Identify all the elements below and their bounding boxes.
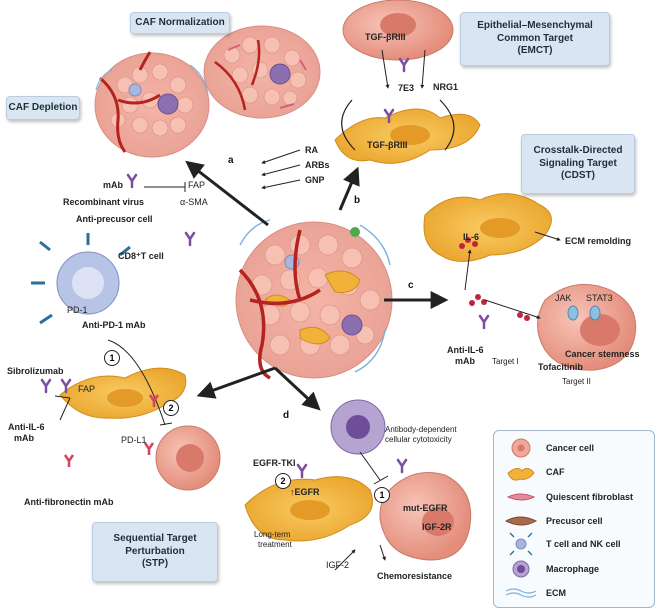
legend-item-caf: CAF (546, 467, 565, 477)
label-recombinant-virus: Recombinant virus (63, 197, 145, 207)
label-long-term-line2: treatment (258, 540, 292, 549)
label-target1: Target I (492, 357, 519, 366)
label-igf2: IGF-2 (326, 560, 350, 570)
marker-d-1: 1 (374, 487, 390, 503)
label-pdl1: PD-L1 (121, 435, 147, 445)
legend-item-cancer-cell: Cancer cell (546, 443, 595, 453)
label-ecm-remolding: ECM remolding (565, 236, 632, 246)
marker-left-2: 2 (163, 400, 179, 416)
label-sibrolizumab: Sibrolizumab (7, 366, 64, 376)
label-mut-egfr: mut-EGFR (403, 503, 448, 513)
legend-item-macrophage: Macrophage (546, 564, 600, 574)
legend-item-quiescent-fibroblast: Quiescent fibroblast (546, 492, 634, 502)
label-anti-il6-left-line2: mAb (14, 433, 34, 443)
label-gnp: GNP (305, 175, 325, 185)
label-7e3: 7E3 (398, 83, 415, 93)
panel-caf-depletion: CAF Depletion (6, 96, 80, 120)
legend-icons (504, 438, 538, 598)
label-anti-fibronectin: Anti-fibronectin mAb (24, 497, 114, 507)
label-pd1: PD-1 (67, 305, 88, 315)
label-ra: RA (305, 145, 318, 155)
label-tgf-bottom: TGF-βRIII (367, 140, 408, 150)
legend-t-nk-cell-icon (515, 538, 527, 550)
label-adcc-line1: Antibody-dependent (385, 425, 457, 434)
label-long-term: Long-term treatment (254, 530, 292, 550)
label-jak: JAK (555, 293, 572, 303)
legend-item-precusor-cell: Precusor cell (546, 516, 603, 526)
label-anti-il6-c: Anti-IL-6 mAb (447, 345, 484, 367)
label-chemoresistance: Chemoresistance (377, 571, 453, 581)
legend-caf-icon (507, 467, 535, 481)
label-fap-left: FAP (78, 384, 96, 394)
label-il6: IL-6 (463, 232, 480, 242)
legend-item-t-nk-cell: T cell and NK cell (546, 539, 621, 549)
label-anti-il6-c-line2: mAb (455, 356, 475, 366)
panel-caf-normalization: CAF Normalization (130, 12, 230, 34)
label-asma: α-SMA (180, 197, 208, 207)
panel-cdst: Crosstalk-Directed Signaling Target (CDS… (521, 134, 635, 194)
panel-stp: Sequential Target Perturbation (STP) (92, 522, 218, 582)
letter-a: a (228, 155, 234, 166)
label-anti-pd1: Anti-PD-1 mAb (82, 320, 146, 330)
label-stat3: STAT3 (586, 293, 613, 303)
letter-b: b (354, 195, 361, 206)
central-tumor (235, 219, 393, 380)
label-long-term-line1: Long-term (254, 530, 291, 539)
label-tgf-top: TGF-βRIII (365, 32, 406, 42)
label-igf2r: IGF-2R (422, 522, 452, 532)
label-anti-precusor: Anti-precusor cell (76, 214, 153, 224)
label-target2: Target II (562, 377, 591, 386)
label-arbs: ARBs (305, 160, 330, 170)
label-nrg1: NRG1 (433, 82, 459, 92)
label-cd8: CD8⁺T cell (118, 251, 164, 261)
label-egfr-tki: EGFR-TKI (253, 458, 296, 468)
label-mab: mAb (103, 180, 123, 190)
legend-item-ecm: ECM (546, 588, 566, 598)
label-anti-il6-left: Anti-IL-6 mAb (8, 422, 45, 444)
caf-depletion-tumor (94, 51, 210, 158)
marker-left-1: 1 (104, 350, 120, 366)
letter-c: c (408, 280, 414, 291)
panel-emct: Epithelial–Mesenchymal Common Target (EM… (460, 12, 610, 66)
label-tofacitinib: Tofacitinib (538, 362, 583, 372)
label-anti-il6-left-line1: Anti-IL-6 (8, 422, 45, 432)
label-up-egfr: ↑EGFR (290, 487, 320, 497)
label-adcc: Antibody-dependent cellular cytotoxicity (385, 425, 457, 445)
marker-d-2: 2 (275, 473, 291, 489)
label-fap-a: FAP (188, 180, 206, 190)
letter-d: d (283, 410, 290, 421)
label-anti-il6-c-line1: Anti-IL-6 (447, 345, 484, 355)
legend-quiescent-fibroblast-icon (506, 493, 536, 501)
caf-normalization-tumor (203, 25, 321, 119)
legend-precusor-cell-icon (504, 516, 538, 526)
legend: Cancer cell CAF Quiescent fibroblast Pre… (493, 430, 655, 608)
label-cancer-stemness: Cancer stemness (565, 349, 640, 359)
label-adcc-line2: cellular cytotoxicity (385, 435, 452, 444)
legend-ecm-icon (505, 588, 537, 598)
